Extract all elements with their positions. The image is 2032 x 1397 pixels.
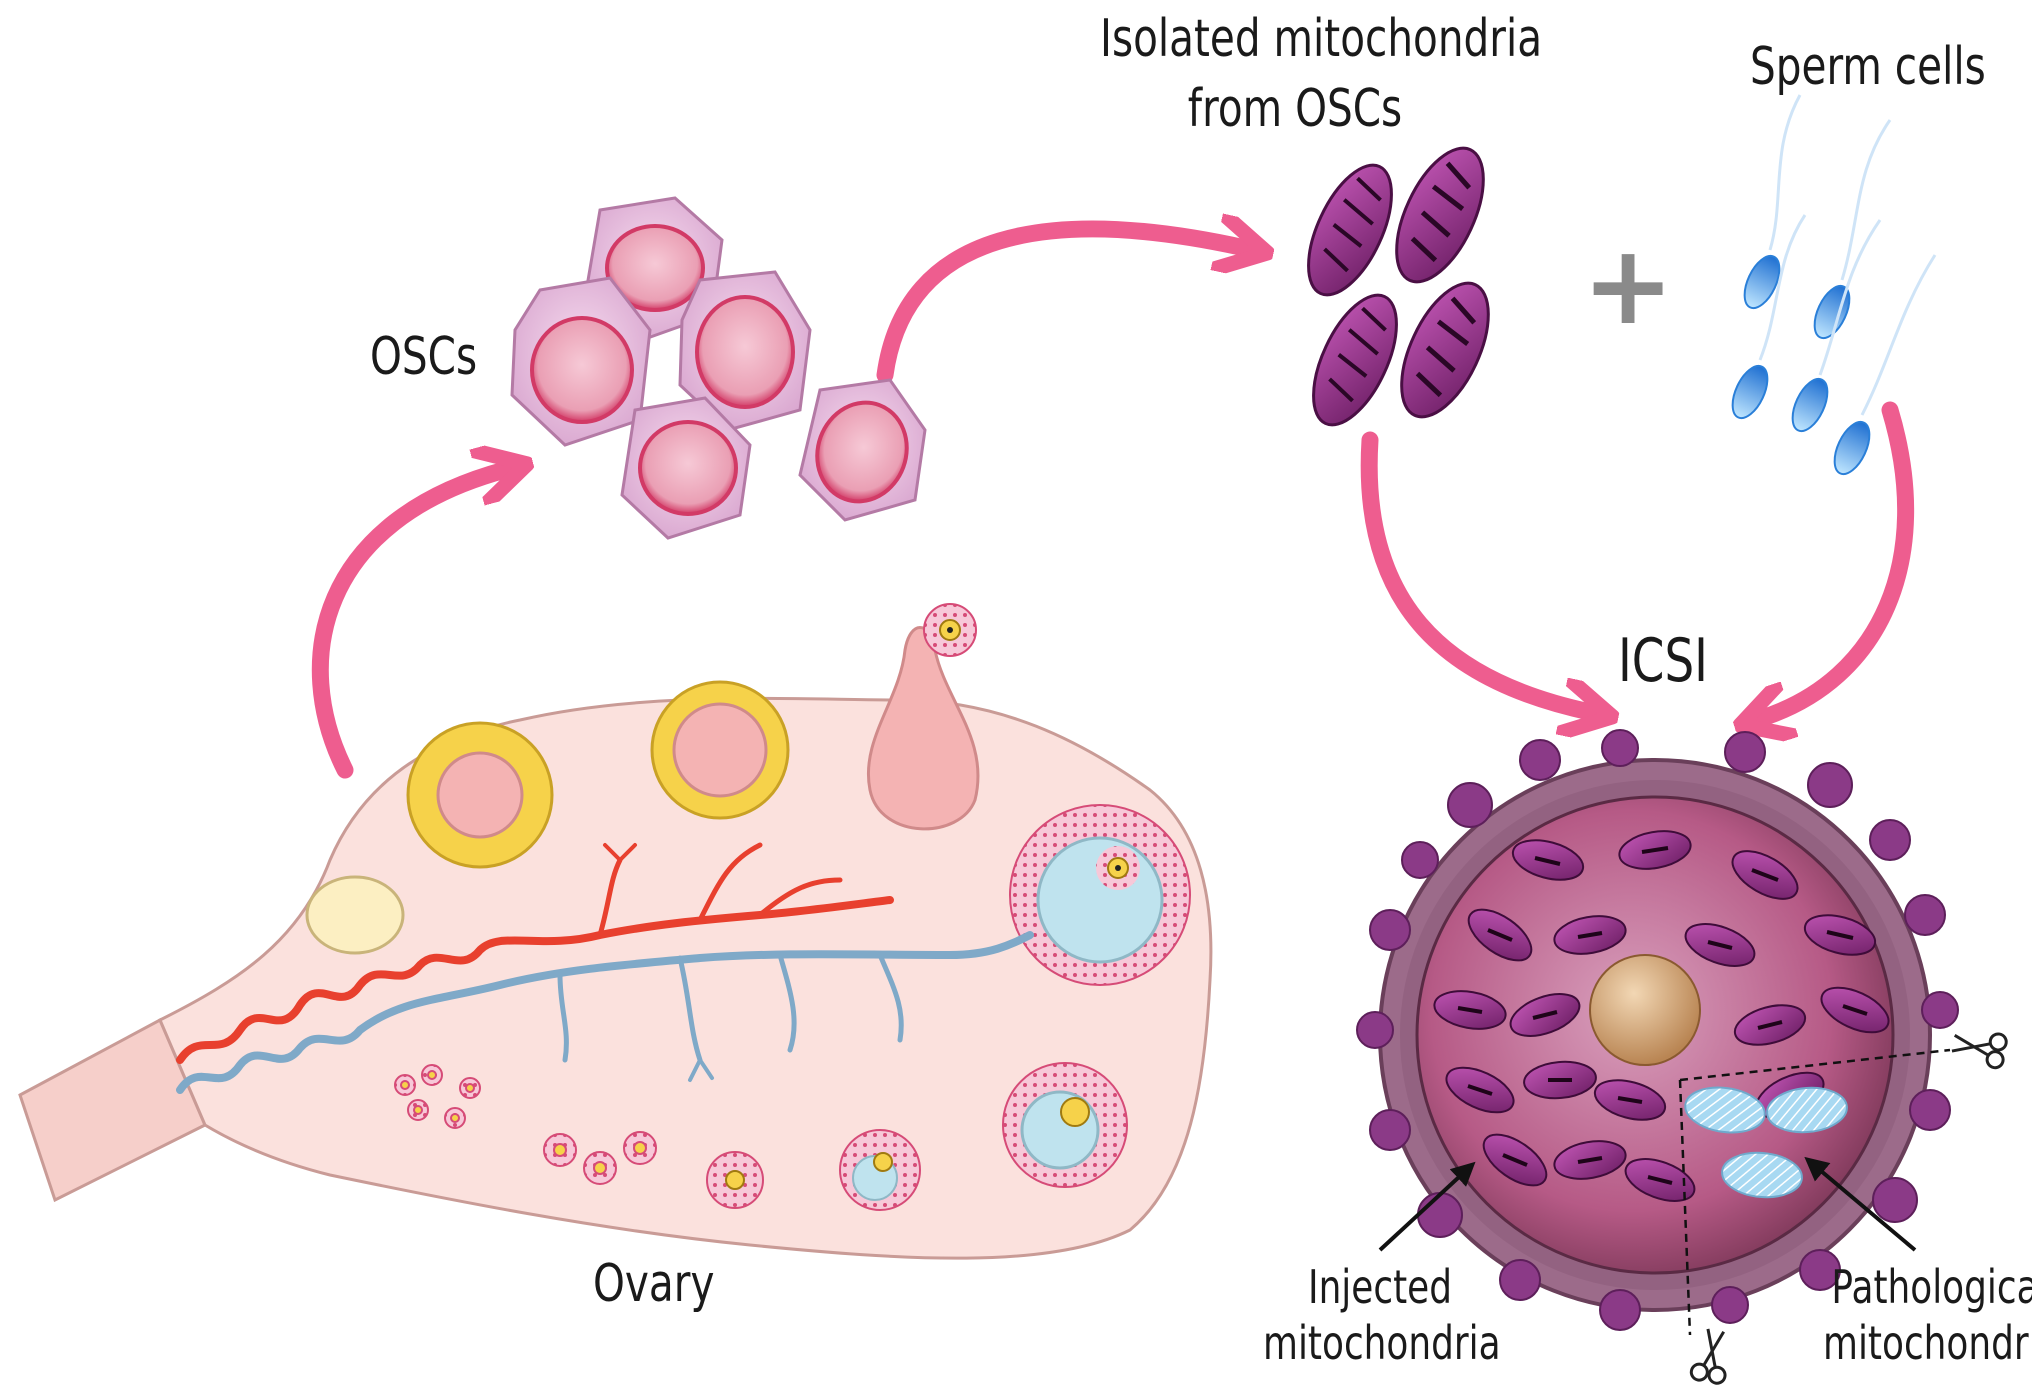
sperm-cells-label: Sperm cells [1750, 37, 1986, 97]
osc-cell [798, 378, 927, 522]
oscs-cluster [510, 196, 927, 540]
injected-mitochondria-label-line2: mitochondria [1263, 1316, 1501, 1370]
growing-follicle [839, 1129, 921, 1211]
arrow-oscs-to-mitochondria [876, 229, 1245, 384]
injected-mitochondria-cristae [1457, 846, 1868, 1185]
mitochondrion [1395, 146, 1485, 284]
mitochondrion [1312, 293, 1398, 427]
corpus-luteum [406, 721, 554, 869]
isolated-mitochondria-label-line2: from OSCs [1187, 79, 1403, 139]
cut-lines [1678, 1048, 1951, 1336]
secondary-follicle [1002, 1062, 1128, 1188]
growing-follicle [706, 1151, 764, 1209]
sperm-cells [1731, 94, 1937, 476]
osc-cell [678, 270, 812, 432]
arrow-ovary-to-oscs [311, 470, 505, 779]
arrow-mitochondria-to-icsi [1360, 431, 1590, 712]
oocyte-nucleus [1589, 954, 1701, 1066]
ovulation [867, 603, 980, 831]
corpus-albicans [305, 875, 405, 955]
ovary [18, 603, 1213, 1260]
antral-follicle [1009, 804, 1191, 986]
oocyte [1356, 729, 2008, 1385]
plus-sign: + [1582, 221, 1675, 349]
scissors-icon [1689, 1328, 1727, 1385]
sperm-cell [1743, 94, 1802, 310]
sperm-cell [1731, 214, 1807, 420]
scissors-icon [1951, 1032, 2008, 1070]
injected-pointer-arrow [1378, 1161, 1476, 1252]
corpus-luteum [650, 680, 790, 820]
osc-cell [510, 276, 652, 447]
isolated-mitochondria-label-line1: Isolated mitochondria [1100, 9, 1543, 69]
sperm-cell [1833, 254, 1937, 476]
injected-mitochondria-label-line1: Injected [1307, 1260, 1453, 1314]
oscs-label: OSCs [370, 327, 478, 387]
primordial-follicles [394, 1064, 657, 1185]
flow-arrows [311, 229, 1915, 779]
pathological-mitochondria-label-line2: mitochondria [1823, 1316, 2032, 1370]
mitochondrion [1307, 163, 1393, 297]
cumulus-cells [1356, 729, 1959, 1331]
icsi-label: ICSI [1618, 626, 1708, 696]
arrow-sperm-to-icsi [1762, 401, 1915, 718]
sperm-cell [1813, 119, 1892, 340]
isolated-mitochondria [1307, 146, 1490, 427]
pathological-pointer-arrow [1804, 1156, 1917, 1252]
sperm-cell [1791, 219, 1882, 433]
pathological-mitochondria-label-line1: Pathological [1831, 1260, 2032, 1314]
ovary-label: Ovary [593, 1254, 715, 1314]
mitochondrion [1400, 281, 1490, 419]
vein [176, 931, 1034, 1094]
artery [176, 842, 894, 1064]
pathological-mitochondria [1684, 1086, 1848, 1199]
osc-cell [620, 396, 752, 540]
